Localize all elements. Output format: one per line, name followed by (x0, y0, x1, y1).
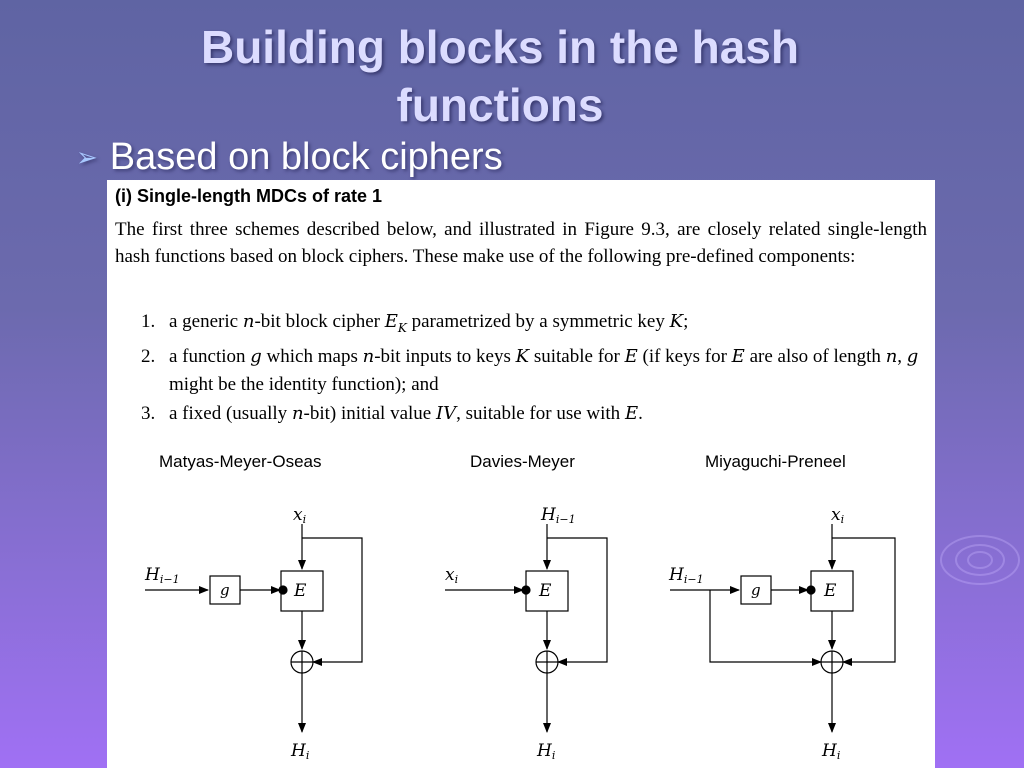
list-item: 3. a fixed (usually n-bit) initial value… (141, 400, 927, 428)
mmo-e-label: E (293, 581, 307, 601)
mp-g-label: g (751, 581, 761, 599)
list-item: 1. a generic n-bit block cipher EK param… (141, 308, 927, 342)
bullet-arrow-icon: ➢ (76, 142, 98, 172)
dm-output-label: Hi (536, 741, 555, 762)
mmo-key-dot (278, 585, 288, 595)
mp-input-left-label: Hi−1 (668, 565, 704, 586)
list-item-text: a generic n-bit block cipher EK parametr… (169, 311, 689, 335)
list-item-number: 2. (141, 345, 156, 367)
mp-e-label: E (823, 581, 837, 601)
slide-title-line2: functions (396, 79, 604, 131)
slide-title: Building blocks in the hash functions (120, 18, 880, 134)
section-heading: (i) Single-length MDCs of rate 1 (115, 186, 383, 206)
diagram-dm (445, 524, 608, 733)
bullet-text: Based on block ciphers (109, 136, 503, 178)
diagram-mmo (145, 524, 363, 733)
dm-input-top-label: Hi−1 (540, 505, 576, 526)
slide-title-line1: Building blocks in the hash (200, 21, 800, 73)
list-item-text: a fixed (usually n-bit) initial value IV… (169, 402, 643, 424)
diagram-mp (670, 524, 896, 733)
list-item-number: 3. (141, 402, 156, 424)
list-item-number: 1. (141, 311, 156, 332)
dm-input-left-label: xi (445, 565, 458, 586)
mp-input-top-label: xi (831, 505, 844, 526)
scheme-label-mmo: Matyas-Meyer-Oseas (159, 452, 322, 471)
mp-output-label: Hi (821, 741, 840, 762)
component-list: 1. a generic n-bit block cipher EK param… (141, 308, 927, 428)
list-item-text: a function g which maps n-bit inputs to … (169, 345, 919, 395)
mmo-input-left-label: Hi−1 (144, 565, 180, 586)
scheme-label-dm: Davies-Meyer (470, 452, 575, 471)
mmo-output-label: Hi (290, 741, 309, 762)
mmo-g-label: g (220, 581, 230, 599)
slide-bullet: ➢ Based on block ciphers (76, 136, 503, 179)
dm-e-label: E (538, 581, 552, 601)
content-panel: (i) Single-length MDCs of rate 1 The fir… (107, 180, 935, 768)
decor-ripple-mid (955, 544, 1005, 576)
decor-ripple-inner (967, 551, 993, 569)
section-paragraph: The first three schemes described below,… (115, 219, 927, 267)
list-item: 2. a function g which maps n-bit inputs … (141, 343, 927, 399)
scheme-label-mp: Miyaguchi-Preneel (705, 452, 846, 471)
mmo-input-top-label: xi (293, 505, 306, 526)
decor-ripple-outer (940, 535, 1020, 585)
hash-schemes-diagram: xi Hi−1 g E Hi Hi−1 xi E Hi xi Hi−1 g E … (144, 505, 896, 762)
